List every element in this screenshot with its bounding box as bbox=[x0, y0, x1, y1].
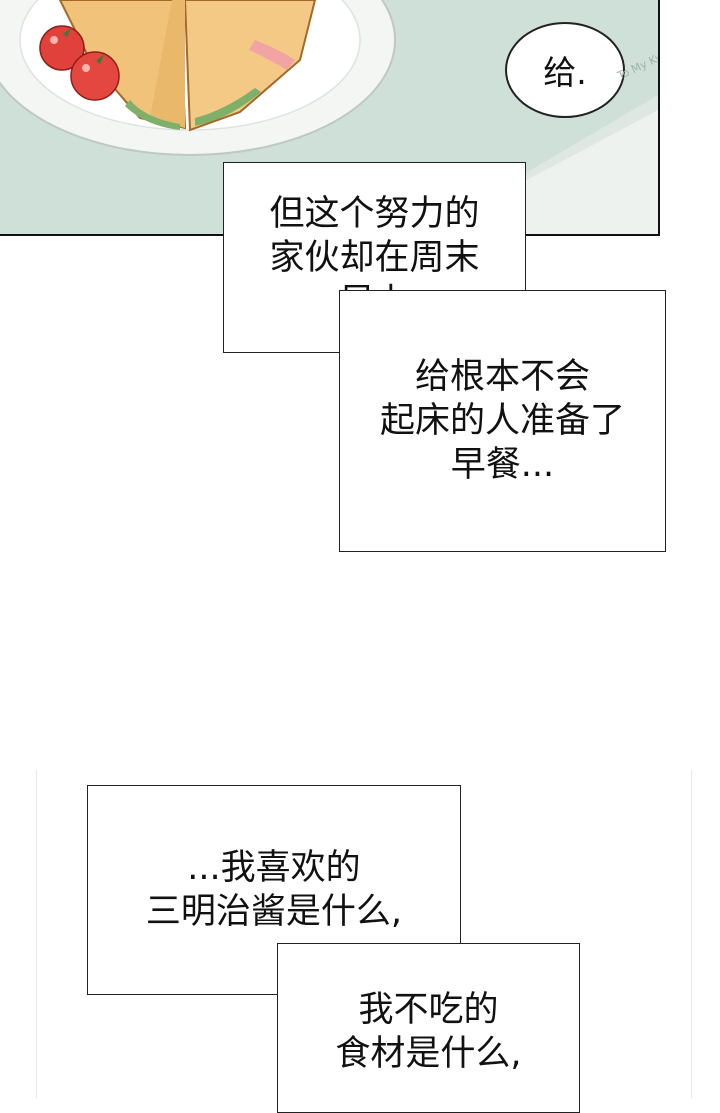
speech-bubble: 给. bbox=[505, 22, 625, 118]
caption-line: 给根本不会 bbox=[414, 357, 590, 397]
speech-bubble-text: 给. bbox=[543, 53, 587, 92]
caption-line: 家伙却在周末 bbox=[269, 237, 480, 278]
caption-line: 三明治酱是什么, bbox=[145, 892, 403, 932]
caption-line: 我不吃的 bbox=[358, 990, 499, 1030]
narration-box-3: ...我喜欢的 三明治酱是什么, bbox=[87, 785, 461, 995]
caption-line: 起床的人准备了 bbox=[379, 401, 625, 441]
caption-line: ...我喜欢的 bbox=[187, 848, 361, 888]
illustration-panel-bottom bbox=[36, 770, 692, 1098]
narration-box-2: 给根本不会 起床的人准备了 早餐... bbox=[339, 290, 666, 552]
caption-line: 但这个努力的 bbox=[269, 193, 480, 234]
narration-box-4: 我不吃的 食材是什么, bbox=[277, 943, 580, 1113]
caption-line: 早餐... bbox=[450, 445, 555, 485]
caption-line: 食材是什么, bbox=[335, 1034, 522, 1074]
